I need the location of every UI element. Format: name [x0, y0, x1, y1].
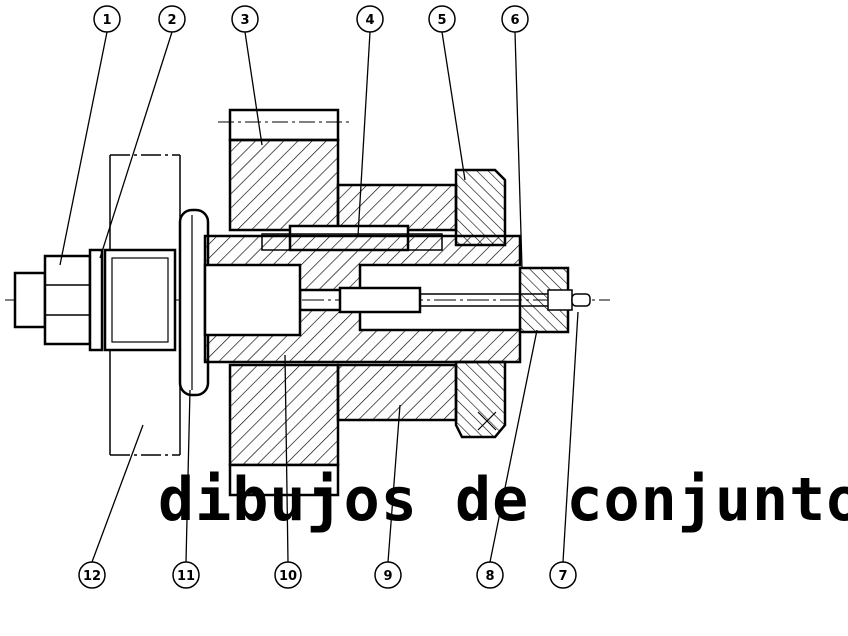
callout-4: 4: [356, 5, 384, 33]
callouts-bottom: 12 11 10 9 8 7: [78, 561, 577, 589]
hub-bushing: [336, 183, 458, 422]
hex-nut: [13, 254, 92, 346]
callout-label: 7: [558, 569, 567, 584]
callout-11: 11: [172, 561, 200, 589]
callout-label: 6: [510, 13, 519, 28]
callout-label: 8: [485, 569, 494, 584]
callout-label: 2: [167, 13, 176, 28]
callouts-top: 1 2 3 4 5 6: [93, 5, 529, 33]
callout-1: 1: [93, 5, 121, 33]
callout-12: 12: [78, 561, 106, 589]
callout-label: 10: [279, 569, 297, 584]
axle-shaft: [203, 234, 522, 364]
washer: [88, 248, 104, 352]
callout-7: 7: [549, 561, 577, 589]
callout-label: 11: [177, 569, 195, 584]
callout-label: 9: [383, 569, 392, 584]
pulley-wheel: [218, 108, 350, 497]
callout-label: 3: [240, 13, 249, 28]
callout-label: 4: [365, 13, 374, 28]
leader-lines: [59, 31, 579, 563]
callout-10: 10: [274, 561, 302, 589]
callout-8: 8: [476, 561, 504, 589]
callout-5: 5: [428, 5, 456, 33]
callout-9: 9: [374, 561, 402, 589]
ring-nut: [454, 168, 507, 439]
callout-label: 5: [437, 13, 446, 28]
callout-3: 3: [231, 5, 259, 33]
callout-6: 6: [501, 5, 529, 33]
grease-nipple: [338, 266, 591, 334]
square-block: [103, 248, 177, 352]
diagram-title: dibujos de conjunto: [158, 465, 848, 535]
callout-label: 12: [83, 569, 101, 584]
callout-2: 2: [158, 5, 186, 33]
callout-label: 1: [102, 13, 111, 28]
